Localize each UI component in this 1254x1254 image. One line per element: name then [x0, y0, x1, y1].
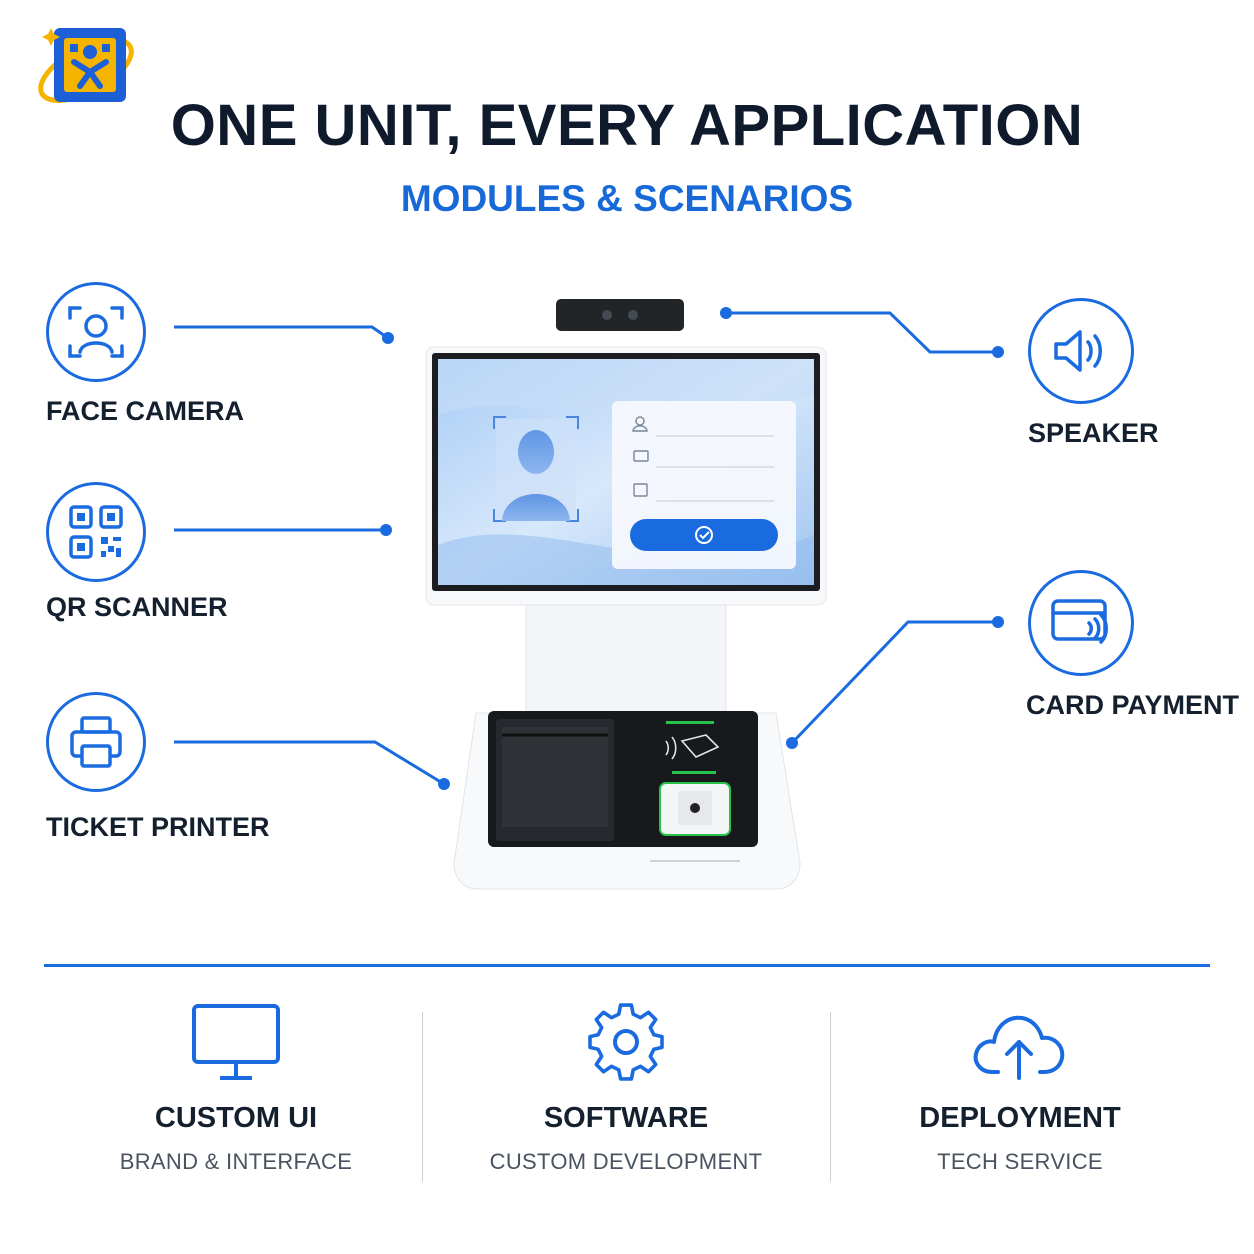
speaker-label: SPEAKER — [1028, 418, 1159, 448]
qr-code-icon — [69, 505, 123, 559]
service-subtitle: TECH SERVICE — [937, 1149, 1103, 1174]
column-separator — [422, 1012, 423, 1182]
ticket-printer-label: TICKET PRINTER — [46, 812, 270, 842]
monitor-icon — [192, 1004, 280, 1080]
speaker-icon — [1054, 330, 1102, 372]
service-title: DEPLOYMENT — [919, 1102, 1121, 1134]
service-title: SOFTWARE — [543, 1102, 709, 1134]
card-payment-badge — [1028, 570, 1134, 676]
section-divider — [44, 964, 1210, 967]
service-subtitle: CUSTOM DEVELOPMENT — [489, 1149, 763, 1174]
brand-logo — [38, 28, 134, 103]
qr-scanner-badge — [46, 482, 146, 582]
cloud-upload-icon — [973, 1015, 1065, 1080]
page-title: ONE UNIT, EVERY APPLICATION — [170, 93, 1084, 158]
gear-icon — [588, 1003, 664, 1081]
page-subtitle: MODULES & SCENARIOS — [400, 178, 854, 219]
face-camera-label: FACE CAMERA — [46, 396, 245, 426]
face-camera-badge — [46, 282, 146, 382]
camera-module — [556, 299, 684, 331]
card-payment-label: CARD PAYMENT — [1026, 690, 1240, 720]
kiosk-device — [425, 299, 827, 890]
service-software: SOFTWARE CUSTOM DEVELOPMENT — [446, 1000, 806, 1175]
service-subtitle: BRAND & INTERFACE — [119, 1149, 353, 1174]
face-scan-icon — [68, 306, 124, 358]
service-title: CUSTOM UI — [154, 1102, 318, 1134]
qr-scanner-label: QR SCANNER — [46, 592, 228, 622]
contactless-card-icon — [1051, 599, 1108, 644]
ticket-printer-badge — [46, 692, 146, 792]
service-deployment: DEPLOYMENT TECH SERVICE — [840, 1000, 1200, 1175]
speaker-badge — [1028, 298, 1134, 404]
column-separator — [830, 1012, 831, 1182]
printer-icon — [70, 716, 122, 768]
service-custom-ui: CUSTOM UI BRAND & INTERFACE — [56, 1000, 416, 1175]
